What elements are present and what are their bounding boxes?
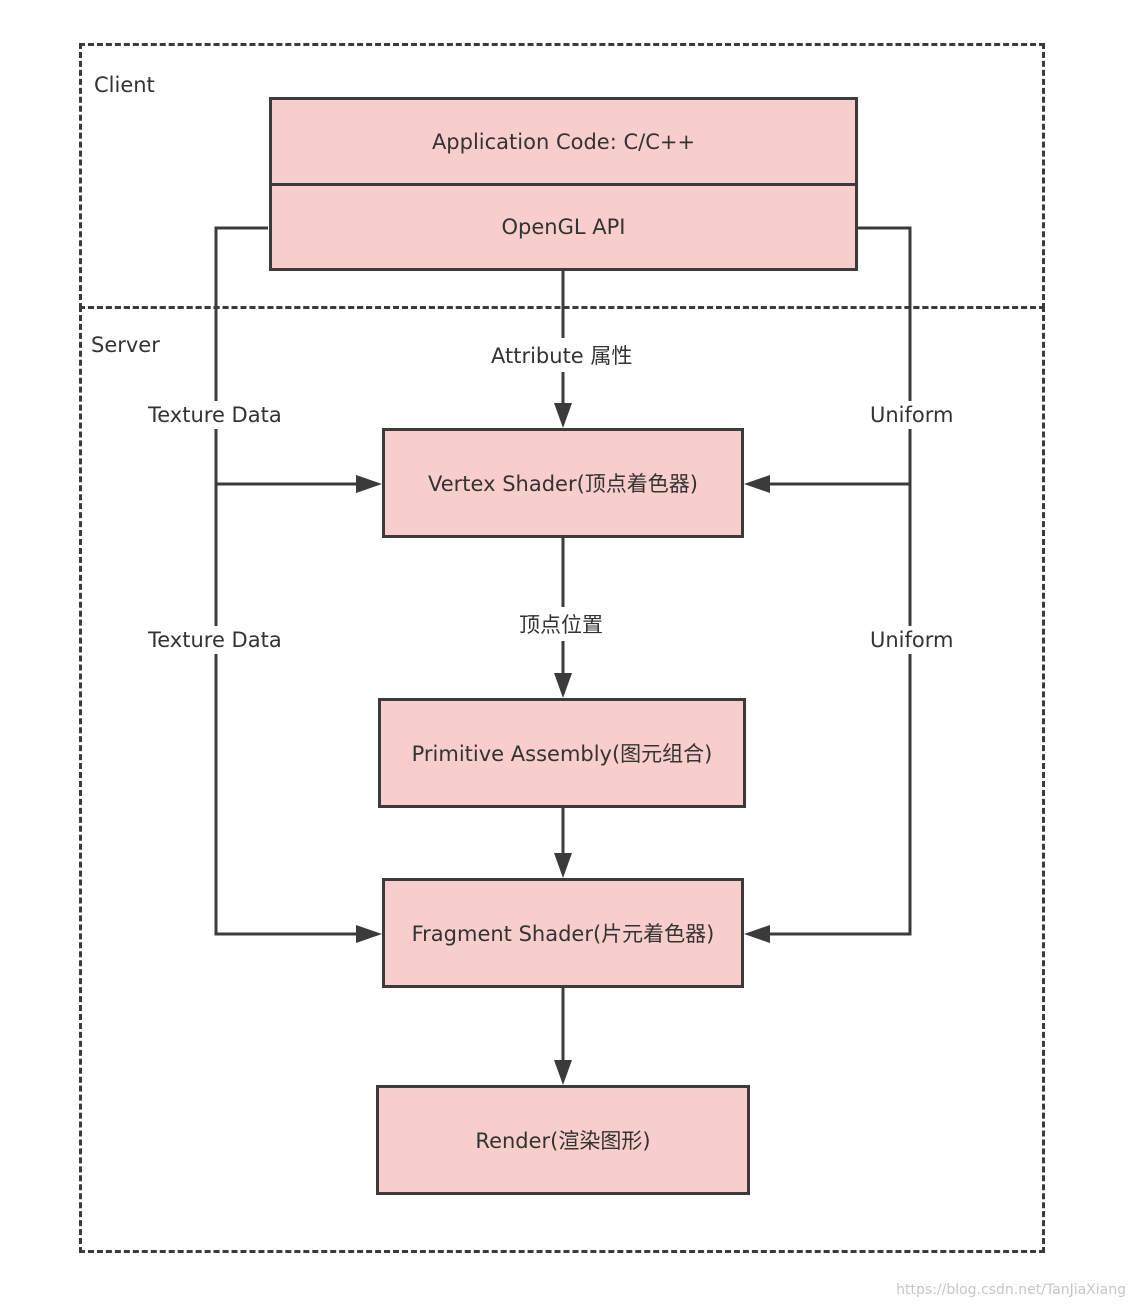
fragment-shader-box: Fragment Shader(片元着色器) [382, 878, 744, 988]
vertex-position-label: 顶点位置 [515, 607, 607, 641]
attribute-label: Attribute 属性 [487, 338, 637, 372]
texture-data-label-1: Texture Data [144, 401, 286, 429]
attribute-arrowhead [554, 403, 572, 428]
render-box: Render(渲染图形) [376, 1085, 750, 1195]
watermark-text: https://blog.csdn.net/TanJiaXiang [896, 1282, 1126, 1298]
vertex-position-arrowhead [554, 673, 572, 698]
primitive-assembly-box: Primitive Assembly(图元组合) [378, 698, 746, 808]
server-label: Server [91, 333, 160, 357]
fragment-to-render-arrowhead [554, 1060, 572, 1085]
vertex-shader-box: Vertex Shader(顶点着色器) [382, 428, 744, 538]
uniform-to-vertex-arrowhead [744, 475, 770, 493]
uniform-label-2: Uniform [866, 626, 958, 654]
client-label: Client [94, 73, 155, 97]
uniform-label-1: Uniform [866, 401, 958, 429]
texture-data-label-2: Texture Data [144, 626, 286, 654]
opengl-api-box: OpenGL API [269, 183, 858, 271]
texture-to-fragment-arrowhead [356, 925, 382, 943]
texture-to-vertex-arrowhead [356, 475, 382, 493]
application-code-box: Application Code: C/C++ [269, 97, 858, 186]
assembly-to-fragment-arrowhead [554, 853, 572, 878]
uniform-path [768, 226, 912, 936]
texture-data-path [214, 226, 358, 936]
uniform-to-fragment-arrowhead [744, 925, 770, 943]
